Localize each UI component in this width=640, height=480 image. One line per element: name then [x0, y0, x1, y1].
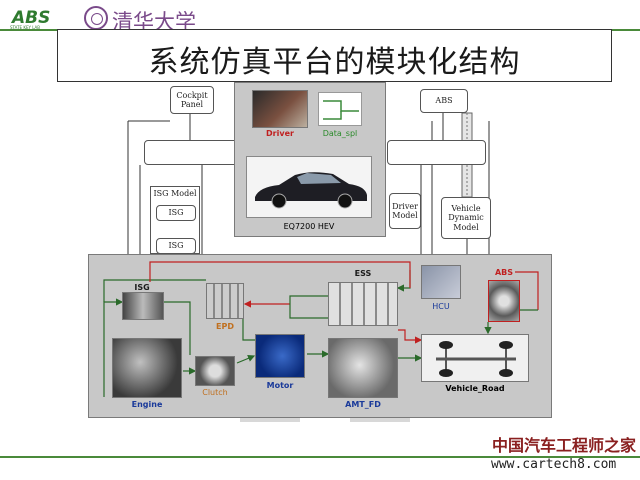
- ghost-text-left: [240, 418, 300, 422]
- motor-image: [255, 334, 305, 378]
- data-spl-label: Data_spl: [322, 129, 358, 138]
- cockpit-panel-box: Cockpit Panel: [170, 86, 214, 114]
- signal-bus-left: [144, 140, 240, 165]
- amt-fd-label: AMT_FD: [345, 400, 381, 409]
- watermark-brand: 中国汽车工程师之家: [492, 436, 637, 455]
- sedan-icon: [255, 172, 367, 209]
- motor-label: Motor: [266, 381, 294, 390]
- footer-rule: [0, 456, 640, 458]
- vehicle-road-label: Vehicle_Road: [445, 384, 505, 393]
- engine-label: Engine: [131, 400, 163, 409]
- car-model-image: [246, 156, 372, 218]
- hcu-image: [421, 265, 461, 299]
- driver-label: Driver: [266, 129, 294, 138]
- clutch-label: Clutch: [202, 388, 228, 397]
- data-spl-block: [318, 92, 362, 126]
- isg-block-2: ISG: [156, 238, 196, 254]
- isg-block-1: ISG: [156, 205, 196, 221]
- isg-component-image: [122, 292, 164, 320]
- ghost-text-right: [350, 418, 410, 422]
- amt-fd-image: [328, 338, 398, 398]
- slide-title: 系统仿真平台的模块化结构: [148, 45, 521, 80]
- driver-model-box: Driver Model: [389, 193, 421, 229]
- signal-bus-right: [387, 140, 486, 165]
- chassis-icon: [436, 341, 516, 377]
- epd-component-image: [206, 283, 244, 319]
- abs-component-image: [488, 280, 520, 322]
- engine-image: [112, 338, 182, 398]
- vehicle-road-image: [421, 334, 529, 382]
- abs-logo-tagline: STATE KEY LAB: [10, 25, 41, 30]
- abs-controller-box: ABS: [420, 89, 468, 113]
- abs-component-label: ABS: [494, 268, 514, 277]
- ess-label: ESS: [354, 269, 372, 278]
- car-model-label: EQ7200 HEV: [283, 222, 335, 231]
- driver-photo: [252, 90, 308, 128]
- watermark-url: www.cartech8.com: [491, 457, 617, 472]
- isg-model-label: ISG Model: [153, 189, 197, 198]
- epd-label: EPD: [216, 322, 234, 331]
- vehicle-dynamic-model-box: Vehicle Dynamic Model: [441, 197, 491, 239]
- clutch-image: [195, 356, 235, 386]
- abs-logo-letters: ABS: [12, 8, 51, 28]
- data-spl-icon: [323, 100, 359, 120]
- hcu-label: HCU: [432, 302, 450, 311]
- ess-battery-image: [328, 282, 398, 326]
- abs-logo: ABS STATE KEY LAB: [10, 8, 70, 30]
- slide-title-box: 系统仿真平台的模块化结构: [57, 29, 612, 82]
- isg-component-label: ISG: [134, 283, 150, 292]
